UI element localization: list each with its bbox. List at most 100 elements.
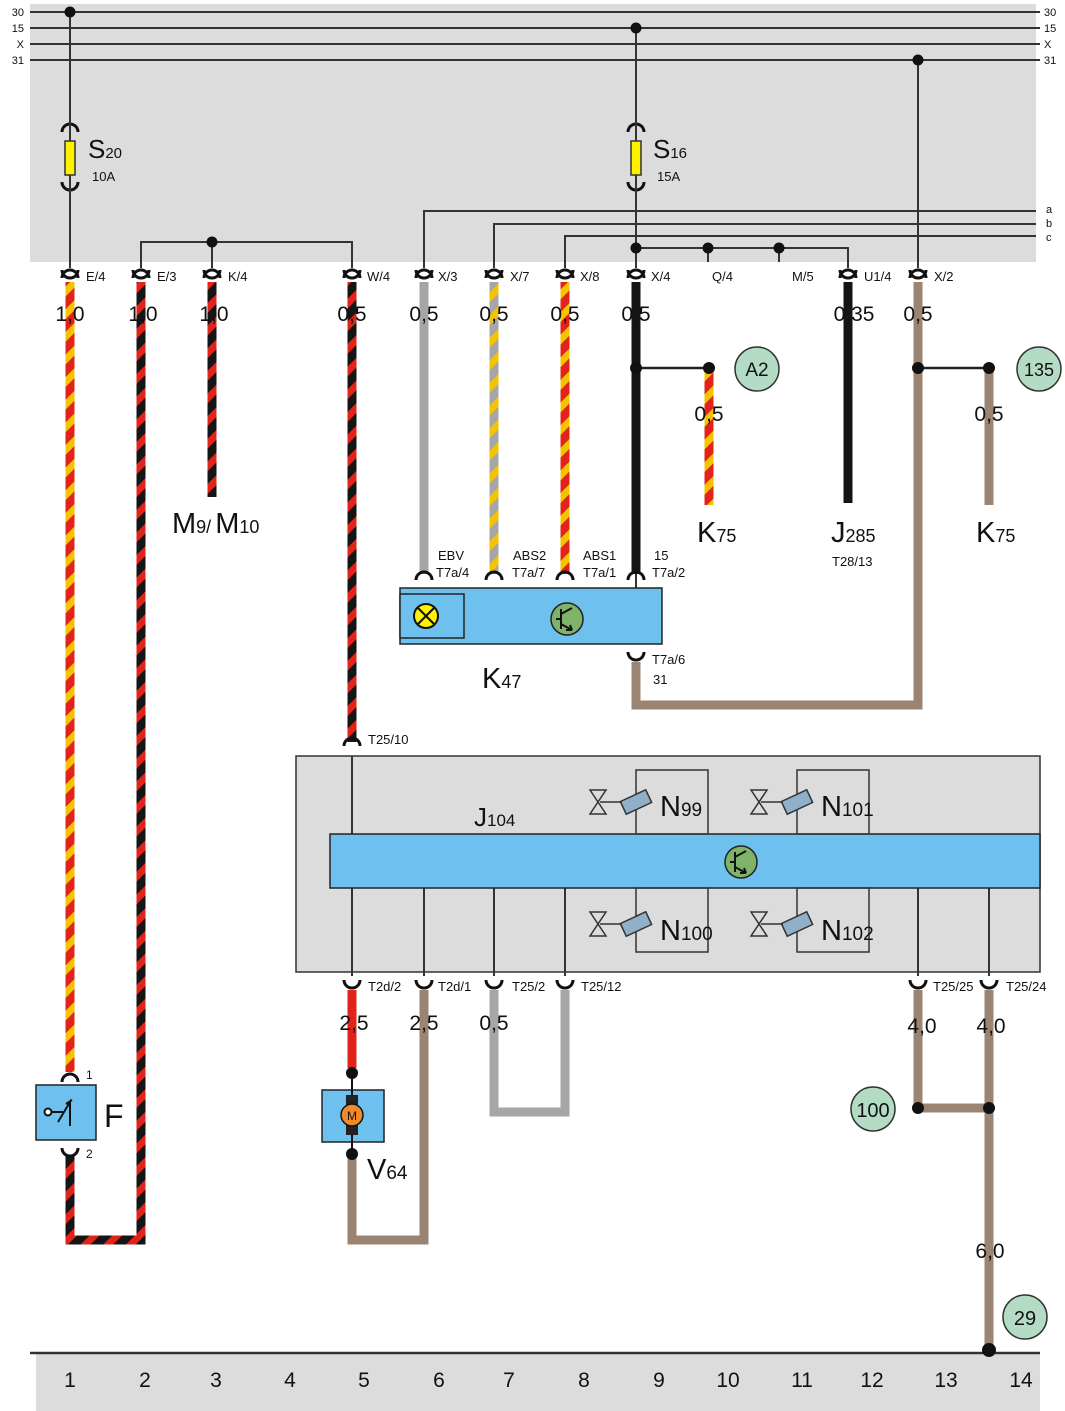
- switch-f-pin2: 2: [86, 1147, 93, 1161]
- k47-pin-abs2: T7a/7: [512, 565, 545, 580]
- ref-135: 135: [1016, 346, 1062, 392]
- wire-size-e4: 1,0: [55, 303, 84, 326]
- footer-num-8: 8: [578, 1369, 590, 1392]
- wire-size-w4: 0,5: [337, 303, 366, 326]
- conn-e3: E/3: [157, 269, 177, 284]
- valve-n101: [749, 769, 870, 835]
- j104-pin-t252: T25/2: [512, 979, 545, 994]
- ref-29: 29: [1002, 1294, 1048, 1340]
- wire-size-x4: 0,5: [621, 303, 650, 326]
- label-n102: N102: [821, 915, 874, 947]
- fuse-s16-rating: 15A: [657, 169, 680, 184]
- j104-pin-t2d2: T2d/2: [368, 979, 401, 994]
- k47-pin-abs1-label: ABS1: [583, 548, 616, 563]
- wire-size-t252: 0,5: [479, 1012, 508, 1035]
- bus-label-31-left: 31: [12, 55, 24, 67]
- label-k75-left: K75: [697, 517, 736, 549]
- warning-lamp-icon: [413, 603, 439, 629]
- k47-pin-31: 31: [653, 672, 667, 687]
- bus-label-15-left: 15: [12, 23, 24, 35]
- k47-pin-15: T7a/2: [652, 565, 685, 580]
- k47-pin-ebv: T7a/4: [436, 565, 469, 580]
- wire-size-ground: 6,0: [975, 1240, 1004, 1263]
- label-k75-right: K75: [976, 517, 1015, 549]
- valve-n99: [588, 769, 709, 835]
- footer-numbers: 1 2 3 4 5 6 7 8 9 10 11 12 13 14: [64, 1369, 1033, 1392]
- conn-x4: X/4: [651, 269, 671, 284]
- connector-arcs: [60, 268, 999, 1158]
- footer-num-3: 3: [210, 1369, 222, 1392]
- motor-terminal-top: [346, 1067, 358, 1079]
- ref-100-label: 100: [856, 1100, 889, 1122]
- k47-pin-ebv-label: EBV: [438, 548, 464, 563]
- transistor-icon-k47: [550, 602, 584, 636]
- wire-size-u14: 0,35: [834, 303, 875, 326]
- footer-num-1: 1: [64, 1369, 76, 1392]
- j104-pin-t2512: T25/12: [581, 979, 621, 994]
- footer-num-7: 7: [503, 1369, 515, 1392]
- wire-size-k4: 1,0: [199, 303, 228, 326]
- wire-size-t2524: 4,0: [976, 1015, 1005, 1038]
- bus-label-x-left: X: [17, 39, 25, 51]
- conn-e4: E/4: [86, 269, 106, 284]
- ref-a2: A2: [734, 346, 780, 392]
- k47-pin-t7a6: T7a/6: [652, 652, 685, 667]
- k47-pin-abs2-label: ABS2: [513, 548, 546, 563]
- bus-label-31-right: 31: [1044, 55, 1056, 67]
- label-n100: N100: [660, 915, 713, 947]
- footer-num-2: 2: [139, 1369, 151, 1392]
- ref-135-label: 135: [1024, 360, 1054, 380]
- wire-size-t2d2: 2,5: [339, 1012, 368, 1035]
- fuse-s16: [626, 122, 646, 192]
- k47-pin-15-label: 15: [654, 548, 668, 563]
- valve-n102: [749, 887, 870, 953]
- label-n99: N99: [660, 791, 702, 823]
- bus-label-c: c: [1046, 232, 1052, 244]
- conn-q4: Q/4: [712, 269, 733, 284]
- footer-num-9: 9: [653, 1369, 665, 1392]
- footer-num-4: 4: [284, 1369, 296, 1392]
- ref-29-label: 29: [1014, 1308, 1036, 1330]
- bus-label-x-right: X: [1044, 39, 1052, 51]
- j104-internal-lines: [351, 574, 990, 976]
- motor-terminal-bottom: [346, 1148, 358, 1160]
- footer-num-13: 13: [934, 1369, 957, 1392]
- footer-num-14: 14: [1009, 1369, 1033, 1392]
- k47-pin-abs1: T7a/1: [583, 565, 616, 580]
- valve-n100: [588, 887, 709, 953]
- motor-icon: M: [340, 1095, 364, 1135]
- label-n101: N101: [821, 791, 874, 823]
- wire-size-e3: 1,0: [128, 303, 157, 326]
- footer-num-10: 10: [716, 1369, 739, 1392]
- conn-x2: X/2: [934, 269, 954, 284]
- wire-size-x7: 0,5: [479, 303, 508, 326]
- k47-pin-labels: EBV T7a/4 ABS2 T7a/7 ABS1 T7a/1 15 T7a/2…: [436, 548, 685, 687]
- bus-label-15-right: 15: [1044, 23, 1056, 35]
- ref-100: 100: [850, 1086, 896, 1132]
- j104-pin-t2525: T25/25: [933, 979, 973, 994]
- wire-size-x8: 0,5: [550, 303, 579, 326]
- footer-num-5: 5: [358, 1369, 370, 1392]
- conn-x7: X/7: [510, 269, 530, 284]
- conn-u14: U1/4: [864, 269, 891, 284]
- ref-a2-label: A2: [745, 360, 768, 381]
- fuse-s16-name: S16: [653, 134, 687, 164]
- j104-pin-t2524: T25/24: [1006, 979, 1046, 994]
- wire-size-x2: 0,5: [903, 303, 932, 326]
- j104-pin-t2510: T25/10: [368, 732, 408, 747]
- supply-bus: [30, 11, 1040, 61]
- footer-num-12: 12: [860, 1369, 883, 1392]
- switch-icon: [43, 1098, 73, 1126]
- conn-w4: W/4: [367, 269, 390, 284]
- wire-size-135-branch: 0,5: [974, 403, 1003, 426]
- j104-module: [329, 833, 1041, 889]
- connector-labels: E/4 E/3 K/4 W/4 X/3 X/7 X/8 X/4 Q/4 M/5 …: [86, 269, 954, 284]
- bus-label-30-right: 30: [1044, 7, 1056, 19]
- footer-num-6: 6: [433, 1369, 445, 1392]
- abc-bus: [423, 210, 1036, 268]
- conn-x8: X/8: [580, 269, 600, 284]
- label-j285: J285: [831, 517, 876, 549]
- label-k47: K47: [482, 663, 521, 695]
- transistor-icon-j104: [724, 845, 758, 879]
